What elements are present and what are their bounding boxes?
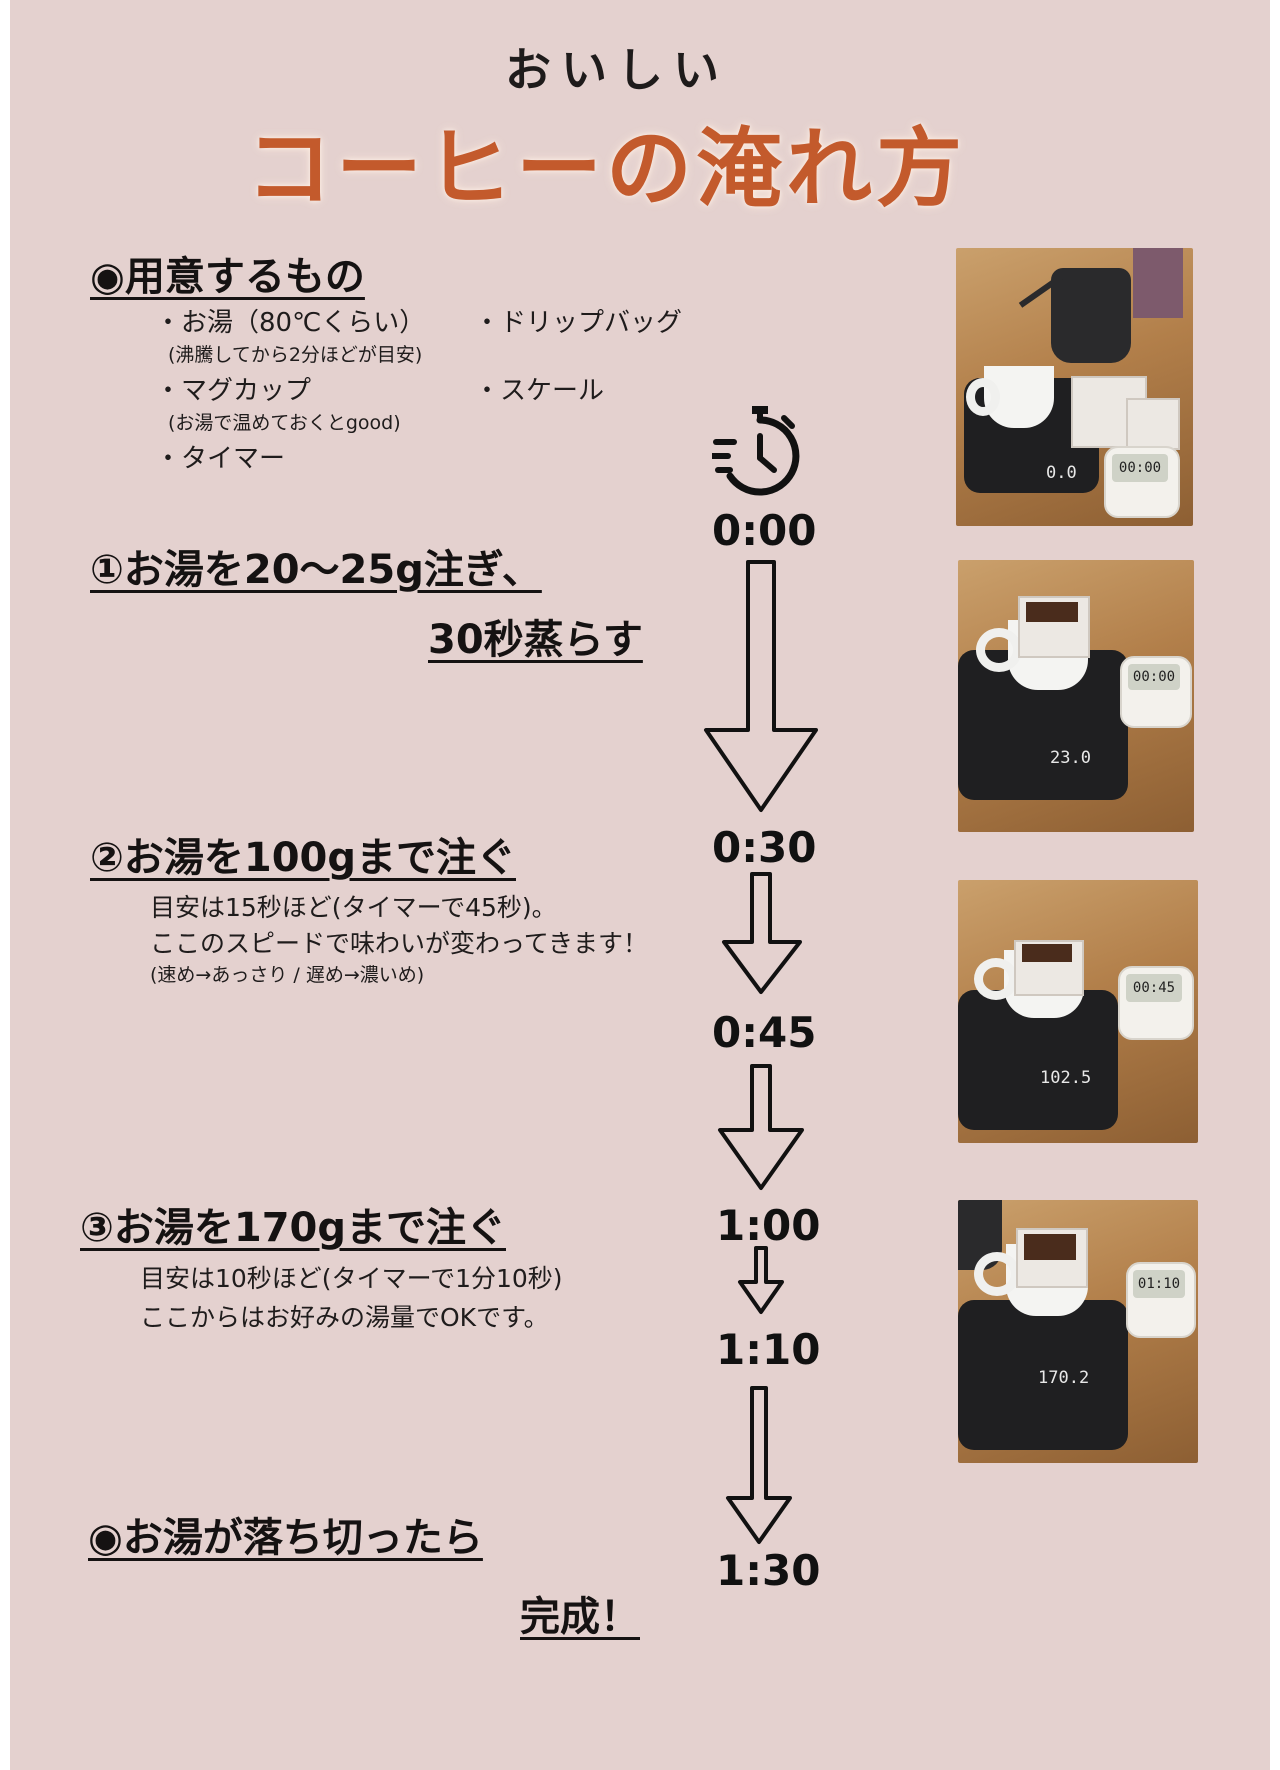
time-label-1: 0:30 bbox=[712, 823, 817, 872]
step3-desc-line1: 目安は10秒ほど(タイマーで1分10秒) bbox=[140, 1264, 563, 1293]
prep-item-timer: ・タイマー bbox=[155, 444, 286, 474]
scale-reading: 170.2 bbox=[1038, 1368, 1090, 1388]
time-label-4: 1:10 bbox=[716, 1325, 821, 1374]
time-label-3: 1:00 bbox=[716, 1201, 821, 1250]
step3-heading: ③お湯を170gまで注ぐ bbox=[80, 1205, 506, 1251]
final-heading-line1: ◉お湯が落ち切ったら bbox=[88, 1515, 483, 1561]
prep-item-drip-bag: ・ドリップバッグ bbox=[474, 308, 683, 338]
arrow-down-icon bbox=[722, 872, 802, 994]
prep-note-mug: (お湯で温めておくとgood) bbox=[168, 412, 401, 434]
prep-item-mug: ・マグカップ bbox=[155, 376, 312, 406]
prep-item-hot-water: ・お湯（80℃くらい） bbox=[155, 308, 426, 338]
arrow-down-icon bbox=[726, 1386, 792, 1544]
step1-heading-line1: ①お湯を20〜25g注ぎ、 bbox=[90, 547, 542, 593]
time-label-5: 1:30 bbox=[716, 1546, 821, 1595]
timer-display: 00:00 bbox=[1128, 664, 1180, 690]
step3-desc-line2: ここからはお好みの湯量でOKです。 bbox=[140, 1303, 549, 1332]
step2-desc-line2: ここのスピードで味わいが変わってきます！ bbox=[150, 929, 649, 958]
timer-display: 00:00 bbox=[1112, 454, 1168, 482]
final-heading-line2: 完成！ bbox=[520, 1594, 640, 1640]
time-label-0: 0:00 bbox=[712, 506, 817, 555]
arrow-down-icon bbox=[704, 560, 818, 812]
prep-note-hot-water: (沸騰してから2分ほどが目安) bbox=[168, 344, 423, 366]
scale-reading: 0.0 bbox=[1046, 463, 1077, 483]
scale-reading: 102.5 bbox=[1040, 1068, 1092, 1088]
stopwatch-icon bbox=[712, 406, 800, 496]
kettle-icon bbox=[1051, 268, 1131, 363]
prep-heading: ◉用意するもの bbox=[90, 254, 365, 300]
timer-display: 00:45 bbox=[1126, 974, 1182, 1002]
step2-heading: ②お湯を100gまで注ぐ bbox=[90, 835, 516, 881]
arrow-down-icon bbox=[738, 1246, 784, 1314]
bloom-step-photo: 23.0 00:00 bbox=[958, 560, 1194, 832]
scale-reading: 23.0 bbox=[1050, 748, 1091, 768]
step2-desc-note: (速め→あっさり / 遅め→濃いめ) bbox=[150, 964, 425, 986]
arrow-down-icon bbox=[718, 1064, 804, 1190]
time-label-2: 0:45 bbox=[712, 1008, 817, 1057]
timer-display: 01:10 bbox=[1133, 1270, 1185, 1298]
prep-item-scale: ・スケール bbox=[474, 376, 605, 406]
third-pour-photo: 170.2 01:10 bbox=[958, 1200, 1198, 1463]
step1-heading-line2: 30秒蒸らす bbox=[428, 617, 643, 663]
second-pour-photo: 102.5 00:45 bbox=[958, 880, 1198, 1143]
supplies-photo: 0.0 00:00 bbox=[956, 248, 1193, 526]
poster-title: コーヒーの淹れ方 bbox=[246, 119, 966, 219]
poster-subtitle: おいしい bbox=[505, 43, 729, 97]
step2-desc-line1: 目安は15秒ほど(タイマーで45秒)。 bbox=[150, 893, 557, 922]
